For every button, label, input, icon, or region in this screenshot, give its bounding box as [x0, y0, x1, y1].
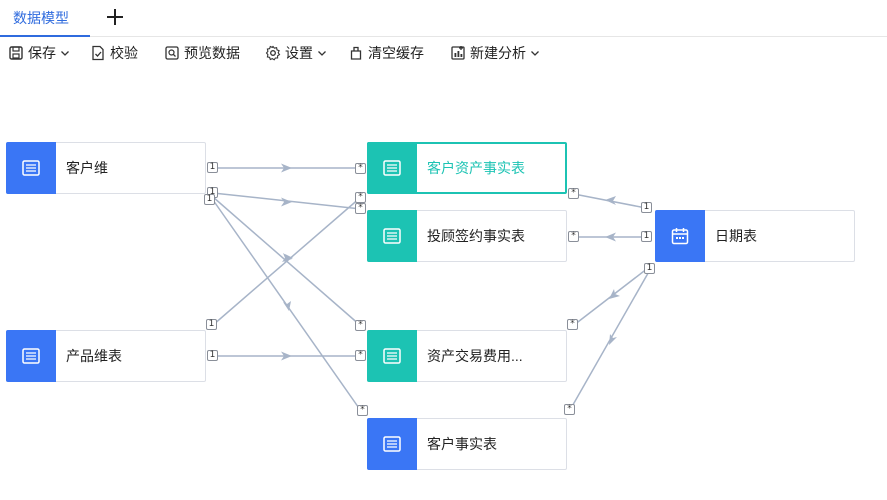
cardinality-many-badge: * [568, 231, 579, 242]
table-icon [367, 210, 417, 262]
edge-customer-dim-to-advisor-fact [212, 192, 362, 210]
edge-date-to-asset-fact [573, 193, 647, 209]
validate-label: 校验 [110, 45, 138, 61]
cardinality-one-badge: 1 [644, 263, 655, 274]
node-label: 客户资产事实表 [427, 160, 525, 176]
arrow-marker [281, 197, 292, 207]
arrow-marker [609, 289, 620, 299]
table-node-date[interactable]: 日期表 [655, 210, 855, 262]
preview-icon [165, 46, 179, 60]
arrow-marker [605, 232, 616, 242]
arrow-marker [281, 163, 292, 173]
table-node-customer-dim[interactable]: 客户维 [6, 142, 206, 194]
cardinality-one-badge: 1 [641, 231, 652, 242]
save-icon [9, 46, 23, 60]
arrow-marker [609, 334, 617, 345]
node-label: 客户事实表 [427, 436, 497, 452]
chevron-down-icon [61, 51, 69, 56]
node-label: 客户维 [66, 160, 108, 176]
cardinality-one-badge: 1 [206, 319, 217, 330]
table-node-customer-asset-fact[interactable]: 客户资产事实表 [367, 142, 567, 194]
clear-cache-icon [350, 46, 362, 60]
preview-data-button[interactable]: 预览数据 [164, 42, 240, 64]
edge-date-to-fee-fact [573, 267, 649, 326]
cardinality-many-badge: * [355, 350, 366, 361]
save-button[interactable]: 保存 [8, 42, 70, 64]
tab-bar: 数据模型 [0, 0, 887, 37]
arrow-marker [284, 254, 293, 262]
chevron-down-icon [531, 51, 539, 56]
calendar-icon [655, 210, 705, 262]
node-label: 日期表 [715, 228, 757, 244]
table-icon [6, 330, 56, 382]
arrow-marker [605, 196, 616, 205]
node-label: 产品维表 [66, 348, 122, 364]
new-analysis-label: 新建分析 [470, 45, 526, 61]
clear-cache-label: 清空缓存 [368, 45, 424, 61]
new-analysis-icon [451, 46, 465, 60]
clear-cache-button[interactable]: 清空缓存 [348, 42, 424, 64]
preview-label: 预览数据 [184, 45, 240, 61]
save-label: 保存 [28, 45, 56, 61]
validate-icon [92, 45, 104, 61]
cardinality-many-badge: * [355, 163, 366, 174]
table-node-advisor-sign-fact[interactable]: 投顾签约事实表 [367, 210, 567, 262]
table-icon [367, 142, 417, 194]
gear-icon [265, 45, 281, 61]
cardinality-one-badge: 1 [641, 202, 652, 213]
arrow-marker [283, 301, 291, 311]
validate-button[interactable]: 校验 [90, 42, 138, 64]
cardinality-many-badge: * [357, 405, 368, 416]
arrow-marker [282, 253, 292, 262]
cardinality-many-badge: * [355, 203, 366, 214]
arrow-marker [281, 351, 292, 361]
node-label: 投顾签约事实表 [427, 228, 525, 244]
table-icon [367, 418, 417, 470]
edge-product-dim-to-asset-fact [212, 196, 362, 326]
cardinality-many-badge: * [355, 192, 366, 203]
cardinality-one-badge: 1 [207, 162, 218, 173]
add-tab-icon[interactable] [104, 6, 126, 28]
settings-label: 设置 [285, 45, 313, 61]
chevron-down-icon [318, 51, 326, 56]
table-node-product-dim[interactable]: 产品维表 [6, 330, 206, 382]
edge-customer-dim-to-customer-fact [212, 199, 362, 412]
cardinality-one-badge: 1 [207, 350, 218, 361]
table-node-customer-fact[interactable]: 客户事实表 [367, 418, 567, 470]
cardinality-many-badge: * [355, 320, 366, 331]
table-node-asset-fee-fact[interactable]: 资产交易费用... [367, 330, 567, 382]
node-label: 资产交易费用... [427, 348, 523, 364]
toolbar: 保存 校验 预览数据 设置 清空缓存 新建分析 [0, 38, 887, 68]
edge-customer-dim-to-fee-fact [212, 196, 362, 327]
cardinality-many-badge: * [564, 404, 575, 415]
new-analysis-button[interactable]: 新建分析 [450, 42, 540, 64]
cardinality-many-badge: * [568, 188, 579, 199]
settings-button[interactable]: 设置 [265, 42, 327, 64]
tab-data-model[interactable]: 数据模型 [0, 0, 90, 37]
edge-date-to-customer-fact [569, 267, 652, 411]
table-icon [367, 330, 417, 382]
table-icon [6, 142, 56, 194]
cardinality-one-badge: 1 [204, 194, 215, 205]
cardinality-many-badge: * [567, 319, 578, 330]
